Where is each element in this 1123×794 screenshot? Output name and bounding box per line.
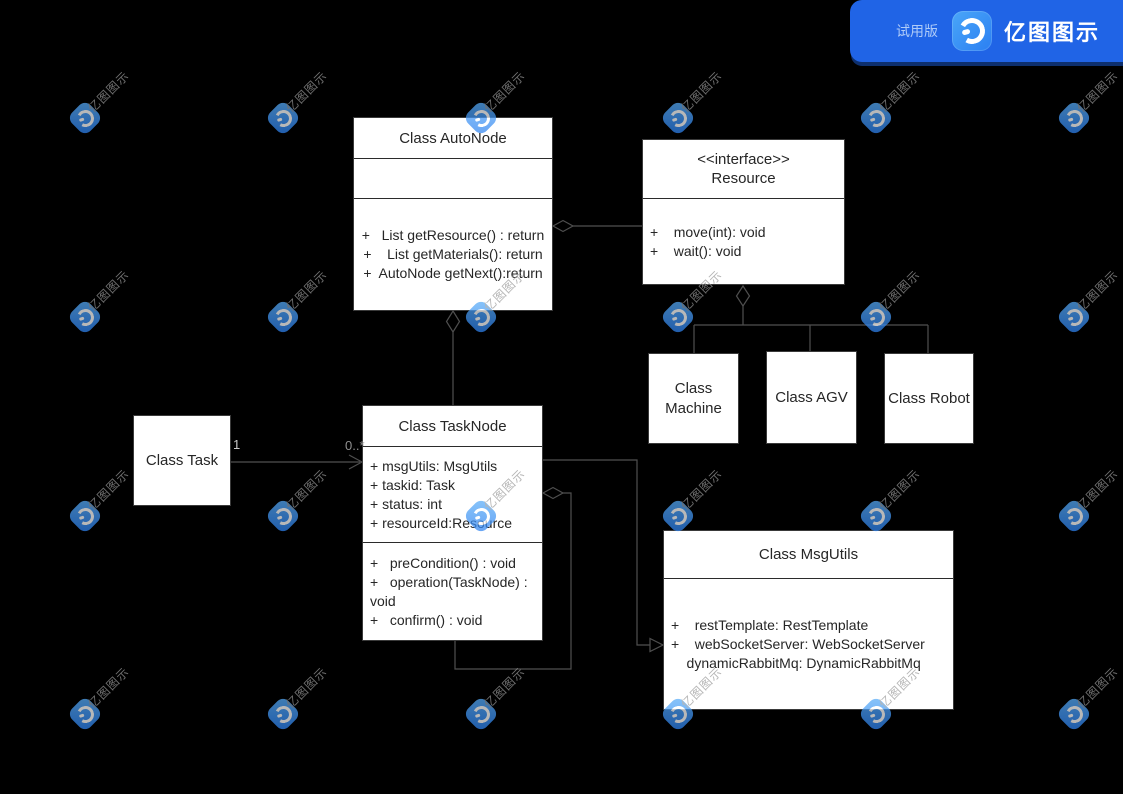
method-line: + List getResource() : return	[361, 227, 545, 243]
method-line: + confirm() : void	[370, 611, 483, 628]
class-box-agv[interactable]: Class AGV	[766, 351, 857, 444]
class-title: Class AGV	[775, 388, 848, 406]
attributes-compartment: + restTemplate: RestTemplate + webSocket…	[664, 578, 953, 709]
method-line: + List getMaterials(): return	[363, 246, 543, 262]
methods-compartment: + List getResource() : return + List get…	[354, 198, 552, 310]
method-line: + AutoNode getNext():return	[363, 265, 543, 281]
attributes-compartment	[354, 158, 552, 198]
method-line: void	[370, 592, 396, 609]
connector-tasknode-msgutils[interactable]	[543, 459, 665, 653]
method-line: + move(int): void	[650, 223, 766, 240]
connector-resource-subclasses[interactable]	[693, 284, 929, 353]
class-title: Class TaskNode	[398, 417, 507, 435]
class-title: Class Machine	[665, 379, 722, 417]
attribute-line: + msgUtils: MsgUtils	[370, 457, 498, 474]
class-title: Class Task	[145, 451, 219, 469]
multiplicity-label-many: 0..*	[345, 438, 365, 453]
method-line: + operation(TaskNode) :	[370, 573, 528, 590]
class-box-robot[interactable]: Class Robot	[884, 353, 974, 444]
class-title: Class Robot	[888, 389, 970, 407]
stereotype-label: <<interface>>	[697, 151, 790, 168]
class-title: Class MsgUtils	[758, 546, 859, 563]
attribute-line: + status: int	[370, 495, 442, 512]
class-box-machine[interactable]: Class Machine	[648, 353, 739, 444]
methods-compartment: + preCondition() : void + operation(Task…	[363, 542, 542, 640]
class-box-tasknode[interactable]: Class TaskNode + msgUtils: MsgUtils + ta…	[362, 405, 543, 641]
connector-autonode-tasknode[interactable]	[445, 309, 461, 405]
attribute-line: dynamicRabbitMq: DynamicRabbitMq	[671, 654, 921, 671]
attribute-line: + restTemplate: RestTemplate	[671, 616, 869, 633]
trial-version-label: 试用版	[896, 23, 938, 39]
interface-title: <<interface>> Resource	[643, 140, 844, 198]
class-title: Resource	[711, 170, 776, 187]
attribute-line: + webSocketServer: WebSocketServer	[671, 635, 925, 652]
multiplicity-label-one: 1	[233, 437, 241, 452]
class-box-task[interactable]: Class Task	[133, 415, 231, 506]
interface-box-resource[interactable]: <<interface>> Resource + move(int): void…	[642, 139, 845, 285]
connector-autonode-resource[interactable]	[551, 219, 642, 233]
class-box-msgutils[interactable]: Class MsgUtils + restTemplate: RestTempl…	[663, 530, 954, 710]
trial-banner[interactable]: 试用版 亿图图示	[850, 0, 1123, 62]
method-line: + wait(): void	[650, 242, 742, 259]
edraw-logo-icon	[952, 11, 992, 51]
attribute-line: + taskid: Task	[370, 476, 455, 493]
methods-compartment: + move(int): void + wait(): void	[643, 198, 844, 284]
connector-task-tasknode[interactable]	[231, 454, 363, 470]
brand-name: 亿图图示	[1004, 20, 1101, 45]
method-line: + preCondition() : void	[370, 554, 516, 571]
connector-tasknode-self[interactable]	[454, 486, 572, 670]
